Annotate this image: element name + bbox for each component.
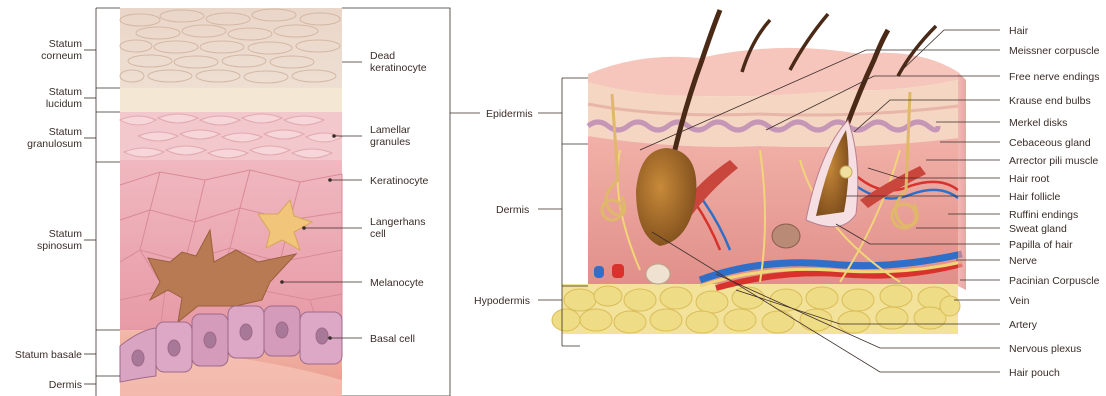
label-melanocyte-text: Melanocyte bbox=[370, 277, 424, 289]
label-nervous-plexus-text: Nervous plexus bbox=[1009, 343, 1081, 355]
label-basal-cell-text: Basal cell bbox=[370, 333, 415, 345]
label-ruffini-endings-text: Ruffini endings bbox=[1009, 209, 1078, 221]
label-stratum-spinosum-line1: Statum bbox=[49, 228, 83, 240]
label-vein: Vein bbox=[954, 295, 1030, 307]
label-stratum-corneum-line2: corneum bbox=[41, 50, 82, 62]
label-dermis-left-text: Dermis bbox=[49, 379, 82, 391]
label-stratum-granulosum: Statum granulosum bbox=[27, 126, 96, 150]
label-stratum-lucidum-line2: lucidum bbox=[46, 98, 82, 110]
lamellar-granule-cells bbox=[120, 114, 342, 158]
label-free-nerve-endings-text: Free nerve endings bbox=[1009, 71, 1099, 83]
label-nerve: Nerve bbox=[956, 255, 1037, 267]
label-lamellar-granules: Lamellar granules bbox=[332, 124, 411, 148]
label-ruffini-endings: Ruffini endings bbox=[948, 209, 1078, 221]
label-artery-text: Artery bbox=[1009, 319, 1038, 331]
left-layer-labels: Statum corneum Statum lucidum Statum gra… bbox=[15, 38, 96, 391]
label-hair-follicle-text: Hair follicle bbox=[1009, 191, 1061, 203]
label-hair-root-text: Hair root bbox=[1009, 173, 1049, 185]
pacinian-corpuscle-shape bbox=[646, 264, 670, 284]
label-langerhans-line2: cell bbox=[370, 228, 386, 240]
stratum-lucidum-layer bbox=[120, 88, 342, 114]
label-vein-text: Vein bbox=[1009, 295, 1030, 307]
label-papilla-of-hair-text: Papilla of hair bbox=[1009, 239, 1073, 251]
skin-block bbox=[552, 10, 966, 334]
label-dead-keratinocyte: Dead keratinocyte bbox=[342, 50, 427, 74]
label-hair-text: Hair bbox=[1009, 25, 1029, 37]
label-dead-keratinocyte-line1: Dead bbox=[370, 50, 395, 62]
label-stratum-lucidum-line1: Statum bbox=[49, 86, 83, 98]
label-sweat-gland-text: Sweat gland bbox=[1009, 223, 1067, 235]
label-dead-keratinocyte-line2: keratinocyte bbox=[370, 62, 427, 74]
label-dermis-right: Dermis bbox=[496, 204, 562, 216]
epidermis-section bbox=[120, 8, 342, 396]
label-cebaceous-gland-text: Cebaceous gland bbox=[1009, 137, 1091, 149]
label-dermis-left: Dermis bbox=[49, 379, 96, 391]
right-layer-labels: Epidermis Dermis Hypodermis bbox=[450, 108, 562, 307]
label-epidermis: Epidermis bbox=[450, 108, 562, 120]
label-epidermis-text: Epidermis bbox=[486, 108, 533, 120]
label-keratinocyte: Keratinocyte bbox=[328, 175, 428, 187]
label-hypodermis-text: Hypodermis bbox=[474, 295, 530, 307]
label-lamellar-granules-line2: granules bbox=[370, 136, 410, 148]
label-keratinocyte-text: Keratinocyte bbox=[370, 175, 429, 187]
label-langerhans-line1: Langerhans bbox=[370, 216, 425, 228]
label-stratum-corneum-line1: Statum bbox=[49, 38, 83, 50]
label-stratum-spinosum: Statum spinosum bbox=[37, 228, 96, 252]
label-stratum-lucidum: Statum lucidum bbox=[46, 86, 96, 110]
label-nerve-text: Nerve bbox=[1009, 255, 1037, 267]
label-pacinian-corpuscle: Pacinian Corpuscle bbox=[960, 275, 1100, 287]
label-stratum-corneum: Statum corneum bbox=[41, 38, 96, 62]
label-krause-end-bulbs-text: Krause end bulbs bbox=[1009, 95, 1091, 107]
stratum-corneum-layer bbox=[120, 8, 342, 90]
label-stratum-granulosum-line1: Statum bbox=[49, 126, 83, 138]
label-stratum-spinosum-line2: spinosum bbox=[37, 240, 82, 252]
label-hair-pouch-text: Hair pouch bbox=[1009, 367, 1060, 379]
label-arrector-pili-muscle-text: Arrector pili muscle bbox=[1009, 155, 1098, 167]
label-stratum-basale-text: Statum basale bbox=[15, 349, 82, 361]
label-stratum-basale: Statum basale bbox=[15, 349, 96, 361]
label-stratum-granulosum-line2: granulosum bbox=[27, 138, 82, 150]
label-lamellar-granules-line1: Lamellar bbox=[370, 124, 411, 136]
label-meissner-corpuscle-text: Meissner corpuscle bbox=[1009, 45, 1100, 57]
label-hypodermis: Hypodermis bbox=[474, 295, 562, 307]
label-dermis-right-text: Dermis bbox=[496, 204, 529, 216]
label-pacinian-corpuscle-text: Pacinian Corpuscle bbox=[1009, 275, 1100, 287]
label-merkel-disks-text: Merkel disks bbox=[1009, 117, 1067, 129]
hypodermis-fat bbox=[552, 284, 960, 334]
